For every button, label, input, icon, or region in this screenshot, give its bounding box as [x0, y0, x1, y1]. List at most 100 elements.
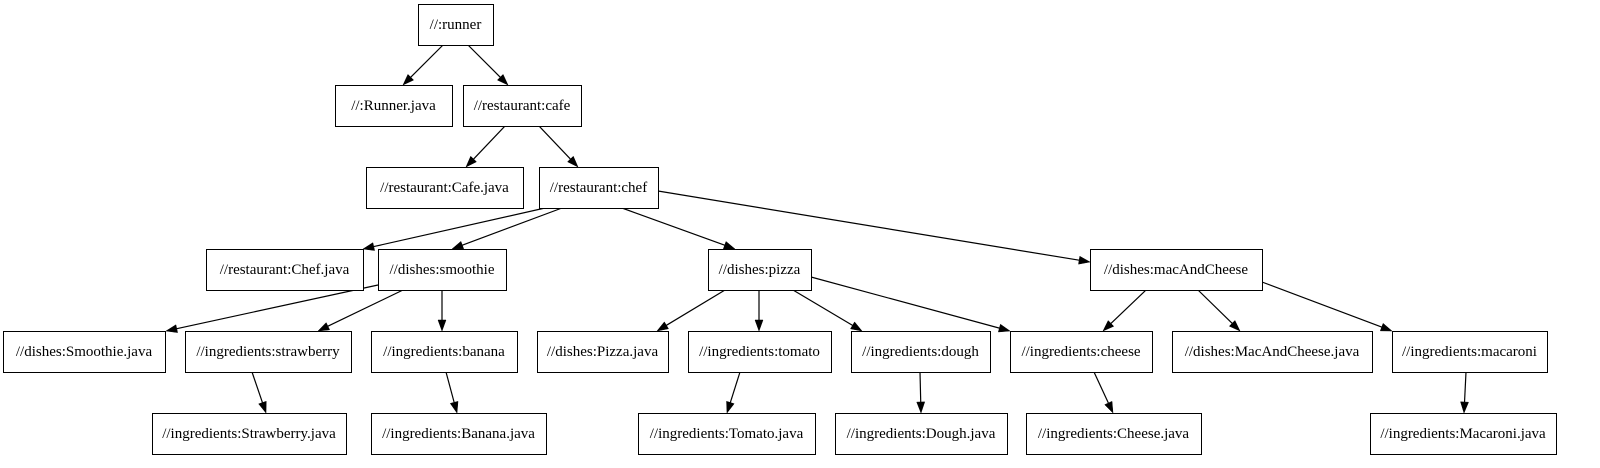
edge-line	[410, 44, 444, 78]
node-label: //ingredients:dough	[862, 344, 979, 360]
edge-arrowhead	[451, 240, 465, 250]
graph-edge	[317, 289, 404, 332]
graph-node-ing_tomato[interactable]: //ingredients:tomato	[688, 331, 832, 373]
graph-node-ing_macaroni[interactable]: //ingredients:macaroni	[1392, 331, 1548, 373]
graph-edge	[402, 44, 444, 86]
node-label: //dishes:smoothie	[390, 262, 495, 278]
graph-edge	[362, 207, 546, 251]
node-layer: //:runner //:Runner.java //restaurant:cafe…	[3, 4, 1557, 455]
node-box[interactable]	[3, 331, 166, 373]
graph-edge	[1460, 371, 1469, 414]
edge-arrowhead	[850, 321, 863, 332]
edge-line	[538, 125, 571, 160]
node-box[interactable]	[152, 413, 347, 455]
graph-edge	[916, 371, 926, 414]
graph-node-dishes_mac[interactable]: //dishes:macAndCheese	[1090, 249, 1263, 291]
edge-line	[1093, 371, 1109, 404]
node-label: //ingredients:Strawberry.java	[162, 426, 336, 442]
edge-line	[176, 284, 379, 330]
node-box[interactable]	[463, 85, 582, 127]
edge-arrowhead	[496, 73, 509, 86]
graph-node-cheese_java[interactable]: //ingredients:Cheese.java	[1026, 413, 1202, 455]
node-box[interactable]	[708, 249, 812, 291]
node-box[interactable]	[378, 249, 507, 291]
edge-layer	[165, 44, 1469, 414]
graph-node-dishes_smoothie[interactable]: //dishes:smoothie	[378, 249, 507, 291]
graph-edge	[437, 290, 447, 332]
node-box[interactable]	[1172, 331, 1373, 373]
graph-edge	[792, 289, 863, 332]
graph-node-smoothie_java[interactable]: //dishes:Smoothie.java	[3, 331, 166, 373]
graph-edge	[810, 276, 1011, 333]
node-label: //restaurant:Cafe.java	[380, 180, 509, 196]
graph-node-dough_java[interactable]: //ingredients:Dough.java	[835, 413, 1008, 455]
edge-line	[327, 289, 404, 327]
node-box[interactable]	[851, 331, 991, 373]
edge-arrowhead	[449, 401, 459, 414]
graph-node-macaroni_java[interactable]: //ingredients:Macaroni.java	[1370, 413, 1557, 455]
node-label: //dishes:pizza	[719, 262, 801, 278]
graph-node-ing_banana[interactable]: //ingredients:banana	[371, 331, 518, 373]
graph-node-cafe_java[interactable]: //restaurant:Cafe.java	[366, 167, 524, 209]
graph-node-dishes_pizza[interactable]: //dishes:pizza	[708, 249, 812, 291]
edge-line	[810, 276, 1000, 329]
node-box[interactable]	[1010, 331, 1153, 373]
edge-line	[666, 289, 726, 326]
node-box[interactable]	[335, 85, 453, 127]
edge-arrowhead	[1460, 401, 1469, 414]
graph-node-tomato_java[interactable]: //ingredients:Tomato.java	[638, 413, 816, 455]
graph-node-ing_strawberry[interactable]: //ingredients:strawberry	[185, 331, 352, 373]
node-box[interactable]	[366, 167, 524, 209]
node-box[interactable]	[537, 331, 669, 373]
graph-node-restaurant_cafe[interactable]: //restaurant:cafe	[463, 85, 582, 127]
graph-edge	[1093, 371, 1114, 414]
node-box[interactable]	[371, 331, 518, 373]
edge-line	[473, 125, 506, 160]
node-box[interactable]	[835, 413, 1008, 455]
node-box[interactable]	[185, 331, 352, 373]
node-label: //ingredients:Macaroni.java	[1380, 426, 1546, 442]
node-box[interactable]	[206, 249, 364, 291]
node-label: //ingredients:Banana.java	[382, 426, 535, 442]
edge-arrowhead	[465, 155, 477, 168]
graph-node-strawberry_java[interactable]: //ingredients:Strawberry.java	[152, 413, 347, 455]
node-box[interactable]	[1370, 413, 1557, 455]
edge-arrowhead	[998, 323, 1011, 333]
node-box[interactable]	[1090, 249, 1263, 291]
graph-node-ing_dough[interactable]: //ingredients:dough	[851, 331, 991, 373]
graph-edge	[445, 371, 459, 414]
node-label: //ingredients:macaroni	[1402, 344, 1537, 360]
node-box[interactable]	[688, 331, 832, 373]
edge-arrowhead	[567, 155, 579, 168]
graph-node-ing_cheese[interactable]: //ingredients:cheese	[1010, 331, 1153, 373]
graph-node-mac_java[interactable]: //dishes:MacAndCheese.java	[1172, 331, 1373, 373]
edge-line	[1110, 289, 1147, 324]
graph-node-runner_java[interactable]: //:Runner.java	[335, 85, 453, 127]
edge-line	[462, 207, 563, 246]
edge-arrowhead	[1104, 400, 1114, 414]
edge-line	[792, 289, 853, 326]
node-box[interactable]	[638, 413, 816, 455]
graph-node-pizza_java[interactable]: //dishes:Pizza.java	[537, 331, 669, 373]
graph-node-runner[interactable]: //:runner	[418, 4, 494, 46]
edge-arrowhead	[165, 324, 178, 333]
edge-line	[467, 44, 501, 78]
node-box[interactable]	[1392, 331, 1548, 373]
node-box[interactable]	[371, 413, 547, 455]
edge-arrowhead	[258, 400, 267, 414]
node-box[interactable]	[418, 4, 494, 46]
graph-edge	[656, 289, 726, 332]
graph-node-restaurant_chef[interactable]: //restaurant:chef	[539, 167, 659, 209]
node-box[interactable]	[539, 167, 659, 209]
graph-node-chef_java[interactable]: //restaurant:Chef.java	[206, 249, 364, 291]
edge-arrowhead	[754, 319, 764, 332]
node-label: //dishes:Smoothie.java	[16, 344, 153, 360]
graph-edge	[1102, 289, 1147, 332]
node-label: //restaurant:cafe	[474, 98, 571, 114]
graph-node-banana_java[interactable]: //ingredients:Banana.java	[371, 413, 547, 455]
node-box[interactable]	[1026, 413, 1202, 455]
node-label: //:runner	[430, 17, 482, 33]
edge-line	[1261, 281, 1382, 328]
graph-edge	[538, 125, 579, 168]
